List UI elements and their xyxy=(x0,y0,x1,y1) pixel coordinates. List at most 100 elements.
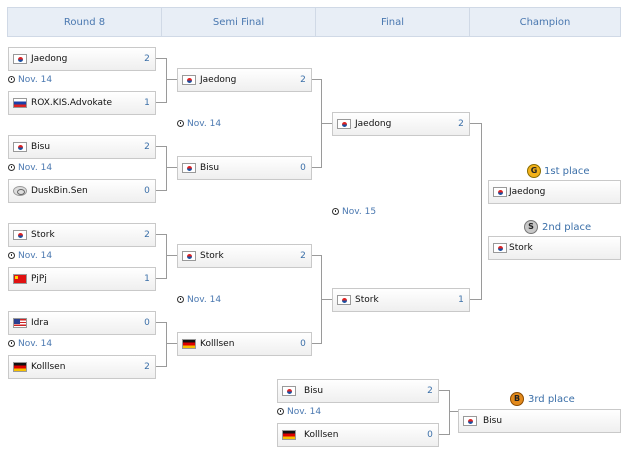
header-round8: Round 8 xyxy=(7,7,162,37)
final-player1[interactable]: Jaedong 2 xyxy=(332,112,470,136)
silver-medal-icon: S xyxy=(524,220,538,234)
first-place-label: 1st place xyxy=(544,166,590,177)
player-score: 2 xyxy=(144,142,150,152)
bracket-line xyxy=(156,322,166,323)
bracket-line xyxy=(470,123,481,124)
r8-m2-player2[interactable]: DuskBin.Sen 0 xyxy=(8,179,156,203)
match-date: Nov. 14 xyxy=(8,162,52,174)
player-score: 1 xyxy=(458,295,464,305)
clock-icon xyxy=(177,296,184,303)
match-date: Nov. 15 xyxy=(332,206,376,218)
second-place-label: 2nd place xyxy=(542,222,592,233)
player-name: Stork xyxy=(31,230,55,240)
first-place-player[interactable]: Jaedong xyxy=(488,180,621,204)
header-champion: Champion xyxy=(469,7,621,37)
player-score: 2 xyxy=(458,119,464,129)
flag-icon xyxy=(182,339,196,349)
clock-icon xyxy=(8,76,15,83)
third-place-player[interactable]: Bisu xyxy=(458,409,621,433)
player-name: Stork xyxy=(200,251,224,261)
player-name: Bisu xyxy=(483,416,503,426)
bracket-line xyxy=(449,390,450,435)
flag-icon xyxy=(13,98,27,108)
gold-medal-icon: G xyxy=(527,164,541,178)
player-score: 1 xyxy=(144,98,150,108)
clock-icon xyxy=(177,120,184,127)
player-score: 2 xyxy=(144,54,150,64)
player-name: ROX.KIS.Advokate xyxy=(31,98,113,108)
r8-m1-player2[interactable]: ROX.KIS.Advokate 1 xyxy=(8,91,156,115)
flag-icon xyxy=(337,119,351,129)
bracket-line xyxy=(439,390,449,391)
player-score: 0 xyxy=(300,163,306,173)
r8-m3-player2[interactable]: PjPj 1 xyxy=(8,267,156,291)
player-name: Kolllsen xyxy=(304,430,339,440)
match-date: Nov. 14 xyxy=(177,294,221,306)
bracket-line xyxy=(166,234,167,279)
bracket-line xyxy=(321,299,333,300)
flag-icon xyxy=(182,75,196,85)
bracket-line xyxy=(156,278,166,279)
r8-m4-player2[interactable]: Kolllsen 2 xyxy=(8,355,156,379)
flag-icon xyxy=(463,416,477,426)
player-score: 2 xyxy=(144,230,150,240)
flag-icon xyxy=(493,243,507,253)
player-score: 2 xyxy=(300,75,306,85)
final-player2[interactable]: Stork 1 xyxy=(332,288,470,312)
bracket-line xyxy=(156,146,166,147)
bracket-line xyxy=(439,434,449,435)
bracket-line xyxy=(321,123,333,124)
third-place-label: 3rd place xyxy=(528,394,575,405)
player-score: 2 xyxy=(427,386,433,396)
third-match-player2[interactable]: Kolllsen 0 xyxy=(277,423,439,447)
flag-icon xyxy=(13,362,27,372)
third-match-player1[interactable]: Bisu 2 xyxy=(277,379,439,403)
clock-icon xyxy=(332,208,339,215)
r8-m2-player1[interactable]: Bisu 2 xyxy=(8,135,156,159)
flag-icon xyxy=(337,295,351,305)
bracket-line xyxy=(156,190,166,191)
player-name: Stork xyxy=(509,243,533,253)
bracket-line xyxy=(166,255,178,256)
clock-icon xyxy=(277,408,284,415)
bracket-line xyxy=(156,102,166,103)
player-name: Jaedong xyxy=(509,187,546,197)
r8-m3-player1[interactable]: Stork 2 xyxy=(8,223,156,247)
match-date: Nov. 14 xyxy=(8,338,52,350)
flag-icon xyxy=(13,142,27,152)
bracket-line xyxy=(312,255,321,256)
player-name: DuskBin.Sen xyxy=(31,186,88,196)
flag-icon xyxy=(13,318,27,328)
flag-icon xyxy=(282,430,296,440)
semi-m1-player1[interactable]: Jaedong 2 xyxy=(177,68,312,92)
player-name: Bisu xyxy=(304,386,324,396)
bronze-medal-icon: B xyxy=(510,392,524,406)
player-name: Bisu xyxy=(31,142,51,152)
bracket-line xyxy=(166,167,178,168)
bracket-line xyxy=(312,343,321,344)
player-name: Stork xyxy=(355,295,379,305)
match-date: Nov. 14 xyxy=(8,74,52,86)
bracket-line xyxy=(156,234,166,235)
clock-icon xyxy=(8,340,15,347)
semi-m2-player2[interactable]: Kolllsen 0 xyxy=(177,332,312,356)
second-place-player[interactable]: Stork xyxy=(488,236,621,260)
flag-icon xyxy=(182,251,196,261)
r8-m4-player1[interactable]: Idra 0 xyxy=(8,311,156,335)
player-name: Idra xyxy=(31,318,49,328)
flag-icon xyxy=(182,163,196,173)
r8-m1-player1[interactable]: Jaedong 2 xyxy=(8,47,156,71)
bracket-line xyxy=(470,299,481,300)
player-score: 0 xyxy=(144,318,150,328)
match-date: Nov. 14 xyxy=(8,250,52,262)
player-score: 2 xyxy=(300,251,306,261)
bracket-line xyxy=(312,79,321,80)
player-score: 1 xyxy=(144,274,150,284)
bracket-line xyxy=(312,167,321,168)
semi-m2-player1[interactable]: Stork 2 xyxy=(177,244,312,268)
semi-m1-player2[interactable]: Bisu 0 xyxy=(177,156,312,180)
match-date: Nov. 14 xyxy=(277,406,321,418)
bracket-line xyxy=(166,343,178,344)
player-score: 0 xyxy=(427,430,433,440)
player-name: PjPj xyxy=(31,274,47,284)
